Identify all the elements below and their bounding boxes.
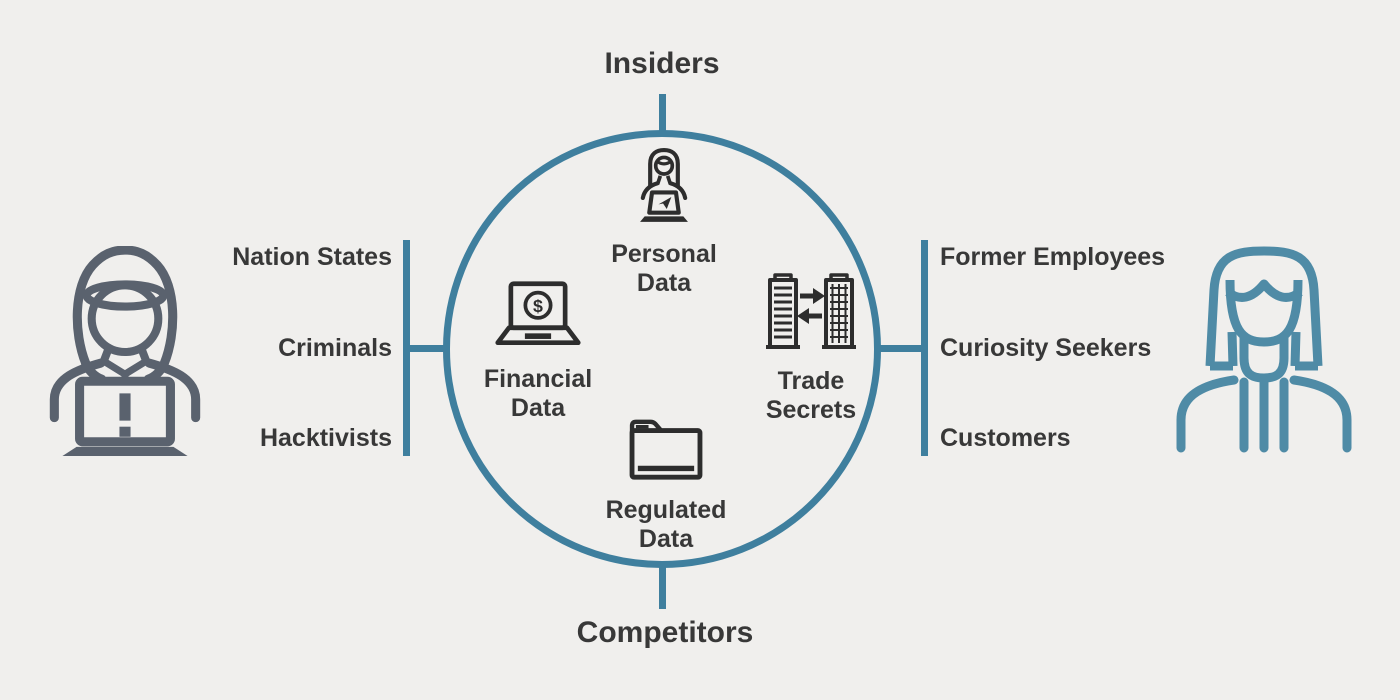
left-threat-nation-states: Nation States xyxy=(232,243,392,271)
circle-item-label-line: Regulated xyxy=(605,496,727,524)
circle-item-label-line: Financial xyxy=(483,365,593,393)
circle-item-label-line: Personal xyxy=(611,240,717,268)
circle-item-label-line: Data xyxy=(636,269,692,297)
bottom-title: Competitors xyxy=(576,616,754,649)
right-connector-line xyxy=(878,345,925,352)
left-threat-criminals: Criminals xyxy=(278,334,392,362)
woman-at-laptop-icon xyxy=(629,145,699,227)
top-connector-line xyxy=(659,94,666,132)
left-connector-line xyxy=(403,345,449,352)
circle-item-label-line: Data xyxy=(510,394,566,422)
regulated-data-label: Regulated Data xyxy=(596,496,736,554)
personal-data-label: Personal Data xyxy=(594,240,734,298)
right-threat-curiosity-seekers: Curiosity Seekers xyxy=(940,334,1152,362)
folder-icon xyxy=(624,417,708,483)
left-threat-hacktivists: Hacktivists xyxy=(259,424,392,452)
dollar-glyph: $ xyxy=(533,296,543,316)
laptop-dollar-icon: $ xyxy=(491,280,585,353)
right-threat-former-employees: Former Employees xyxy=(940,243,1166,271)
hooded-hacker-at-laptop-icon xyxy=(46,246,204,460)
buildings-exchange-icon xyxy=(763,271,859,359)
woman-user-icon xyxy=(1170,242,1358,456)
circle-item-label-line: Secrets xyxy=(765,396,857,424)
financial-data-label: Financial Data xyxy=(468,365,608,423)
top-title: Insiders xyxy=(604,47,720,80)
trade-secrets-label: Trade Secrets xyxy=(741,367,881,425)
bottom-connector-line xyxy=(659,566,666,609)
circle-item-label-line: Trade xyxy=(777,367,845,395)
right-threat-customers: Customers xyxy=(940,424,1071,452)
circle-item-label-line: Data xyxy=(638,525,694,553)
